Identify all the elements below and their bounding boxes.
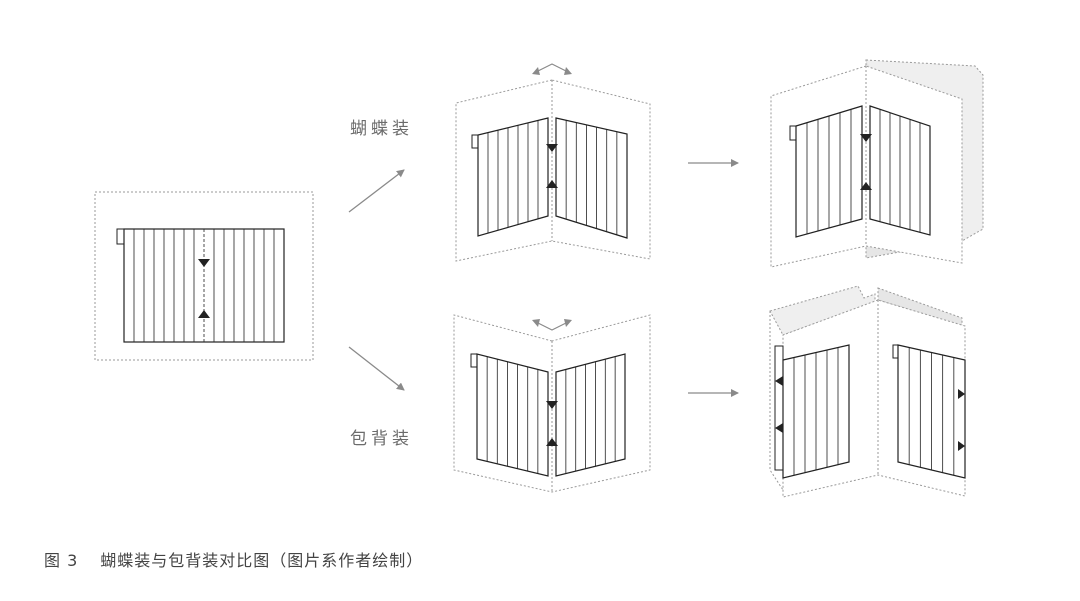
figure-caption-text: 蝴蝶装与包背装对比图（图片系作者绘制） (100, 551, 424, 570)
butterfly-binding-label: 蝴蝶装 (350, 119, 413, 139)
arrow-to-wrapped-back (348, 346, 405, 391)
figure-caption: 图 3 蝴蝶装与包背装对比图（图片系作者绘制） (44, 547, 423, 571)
butterfly-folded-leaf (455, 63, 651, 262)
butterfly-bound-book (770, 59, 984, 268)
arrow-to-butterfly (348, 169, 405, 213)
wrapped-back-binding-label: 包背装 (350, 429, 413, 449)
flat-sheet-diagram (94, 191, 314, 361)
wrapped-back-folded-leaf (453, 314, 651, 493)
wrapped-back-bound-book (769, 285, 966, 498)
figure-number: 图 3 (44, 551, 79, 570)
